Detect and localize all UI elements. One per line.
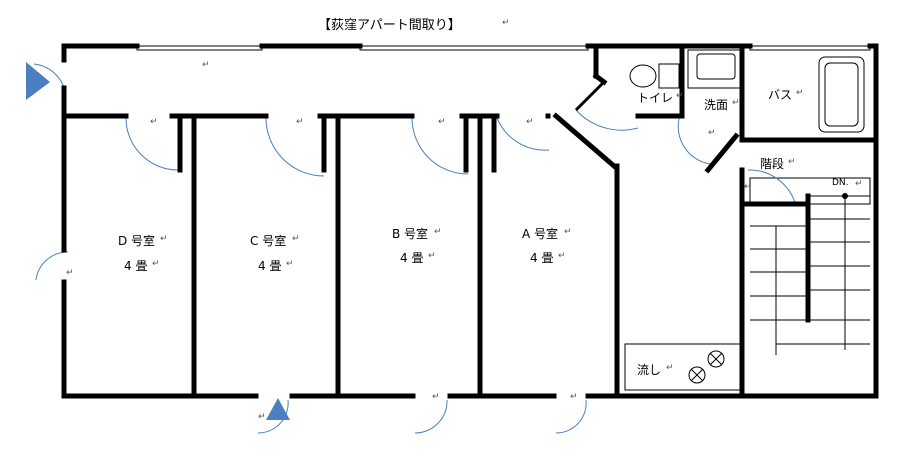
room-c-size: 4 畳 [258, 259, 282, 273]
window-1 [136, 45, 263, 51]
room-d-size: 4 畳 [124, 259, 148, 273]
room-a-name: A 号室 [522, 227, 559, 241]
window-3 [749, 45, 871, 51]
return-mark: ↵ [258, 412, 266, 422]
toilet-door [574, 80, 606, 112]
return-mark: ↵ [796, 88, 804, 98]
return-mark: ↵ [202, 60, 210, 70]
return-mark: ↵ [66, 268, 74, 278]
bath-label: バス [768, 88, 793, 102]
return-mark: ↵ [438, 117, 446, 127]
return-mark: ↵ [855, 179, 863, 189]
floorplan-title: 【荻窪アパート間取り】 [318, 18, 461, 33]
room-a-size: 4 畳 [530, 251, 554, 265]
return-mark: ↵ [428, 251, 436, 261]
washroom-label: 洗面 [704, 98, 729, 112]
entrance-marker-left [26, 62, 50, 100]
return-mark: ↵ [434, 227, 442, 237]
return-mark: ↵ [526, 117, 534, 127]
sink-label: 流し [637, 363, 662, 377]
room-d-name: D 号室 [118, 234, 156, 248]
walls [61, 43, 879, 399]
return-mark: ↵ [732, 98, 740, 108]
return-mark: ↵ [432, 392, 440, 402]
return-mark: ↵ [676, 91, 684, 101]
return-mark: ↵ [708, 128, 716, 138]
wash-counter [687, 49, 743, 89]
return-mark: ↵ [286, 259, 294, 269]
room-c-name: C 号室 [250, 234, 287, 248]
room-b-size: 4 畳 [400, 251, 424, 265]
window-2 [359, 45, 589, 51]
burner-2 [688, 366, 706, 384]
wash-basin [696, 53, 736, 80]
return-mark: ↵ [160, 234, 168, 244]
toilet-tank [658, 63, 680, 89]
toilet-label: トイレ [637, 91, 674, 105]
stair-start-dot [842, 193, 848, 199]
return-mark: ↵ [150, 117, 158, 127]
room-b-name: B 号室 [392, 227, 429, 241]
stairs-label: 階段 [760, 157, 785, 171]
return-mark: ↵ [558, 251, 566, 261]
return-mark: ↵ [666, 363, 674, 373]
return-mark: ↵ [564, 227, 572, 237]
toilet-bowl [629, 64, 657, 88]
return-mark: ↵ [744, 182, 752, 192]
return-mark: ↵ [502, 18, 510, 28]
return-mark: ↵ [292, 234, 300, 244]
stairs-direction: DN. [832, 178, 849, 188]
bathtub-inner [824, 62, 859, 127]
return-mark: ↵ [570, 392, 578, 402]
stair-steps [750, 195, 870, 355]
bathtub [818, 56, 865, 133]
return-mark: ↵ [152, 259, 160, 269]
return-mark: ↵ [296, 117, 304, 127]
entrance-marker-bottom [266, 398, 290, 420]
burner-1 [707, 350, 725, 368]
return-mark: ↵ [788, 157, 796, 167]
